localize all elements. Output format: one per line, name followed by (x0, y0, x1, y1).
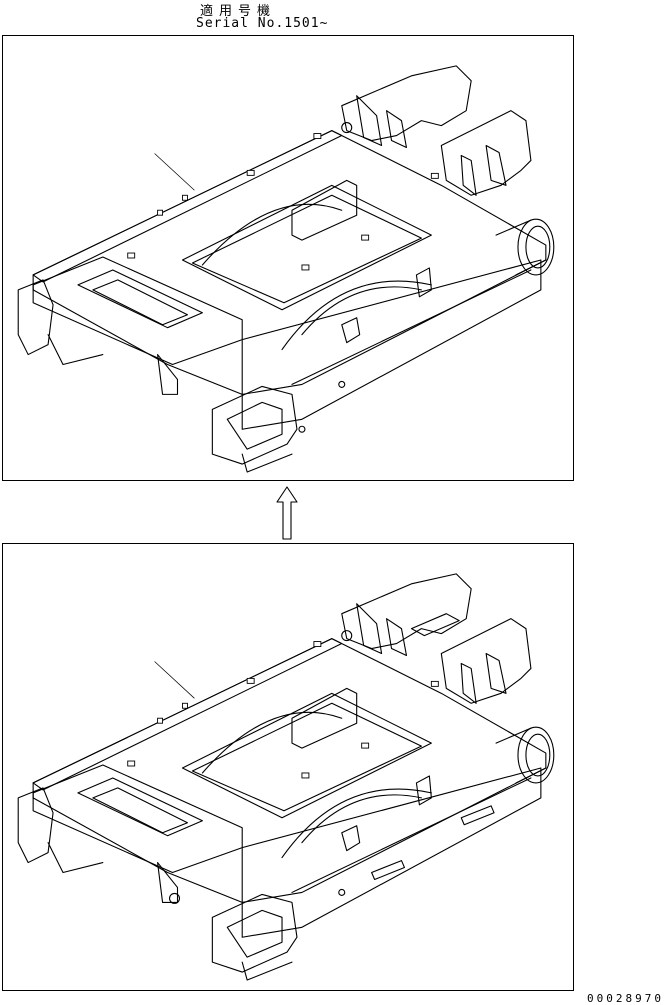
up-arrow-icon (276, 486, 298, 540)
leader-line (154, 153, 195, 191)
drawing-number: 00028970 (587, 992, 664, 1005)
frame-view-bottom (2, 543, 574, 991)
leader-line (154, 661, 195, 699)
applicability-label: 適用号機 (200, 4, 277, 19)
frame-view-top (2, 35, 574, 481)
serial-number-label: Serial No.1501~ (196, 16, 329, 31)
frame-drawing-bottom (17, 573, 555, 981)
frame-drawing-top (17, 65, 555, 473)
